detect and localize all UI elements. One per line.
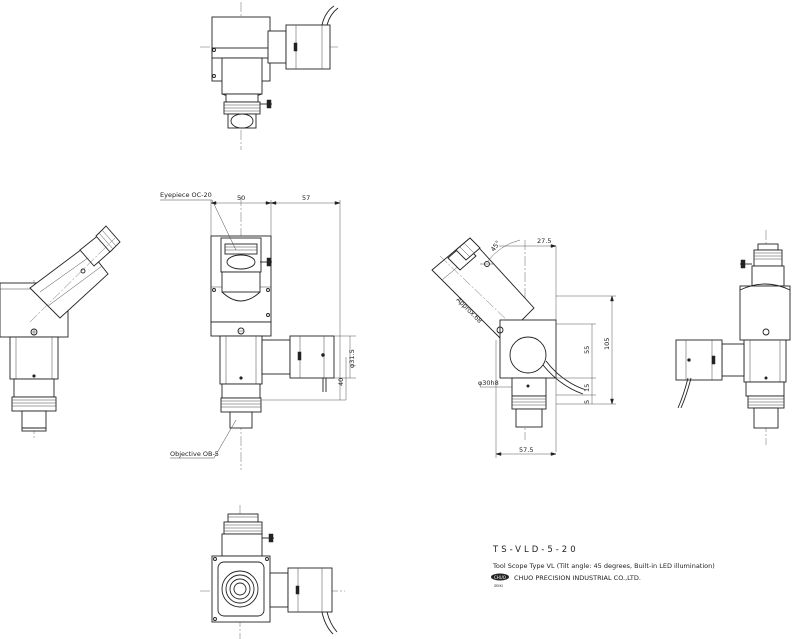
model-number: TS-VLD-5-20 — [492, 545, 579, 555]
dim-lamp-drop: 40 — [337, 378, 345, 386]
front-view: 50 57 φ31.5 40 Eyepiece OC-20 Objective … — [160, 191, 356, 470]
dim-side-top: 27.5 — [537, 237, 551, 245]
side-view-dimensioned: 27.5 45° 105 55 15 5 φ30h8 57.5 Approx.6… — [431, 237, 616, 458]
rear-side-view — [675, 230, 791, 445]
bottom-view — [200, 505, 345, 639]
company-logo-text: CHUO — [494, 575, 506, 580]
left-side-view — [0, 225, 121, 440]
dim-front-offset: 57 — [302, 194, 310, 202]
eyepiece-label: Eyepiece OC-20 — [160, 191, 212, 199]
dim-side-height: 105 — [603, 338, 611, 350]
company-name: CHUO PRECISION INDUSTRIAL CO.,LTD. — [514, 574, 641, 582]
dim-side-dia: φ30h8 — [478, 379, 499, 387]
dim-front-width: 50 — [237, 194, 245, 202]
dim-side-width: 57.5 — [519, 446, 533, 454]
dim-side-base: 5 — [583, 400, 591, 404]
objective-label: Objective OB-5 — [170, 450, 219, 458]
title-block: TS-VLD-5-20 Tool Scope Type VL (Tilt ang… — [491, 545, 715, 588]
dim-side-mid: 55 — [583, 346, 591, 354]
dim-side-low: 15 — [583, 384, 591, 392]
company-logo — [491, 573, 509, 581]
top-view — [200, 2, 340, 150]
model-description: Tool Scope Type VL (Tilt angle: 45 degre… — [492, 562, 715, 570]
dim-lamp-dia: φ31.5 — [348, 349, 356, 368]
dim-angle: 45° — [489, 239, 502, 253]
company-logo-sub: SEIKI — [494, 584, 503, 588]
